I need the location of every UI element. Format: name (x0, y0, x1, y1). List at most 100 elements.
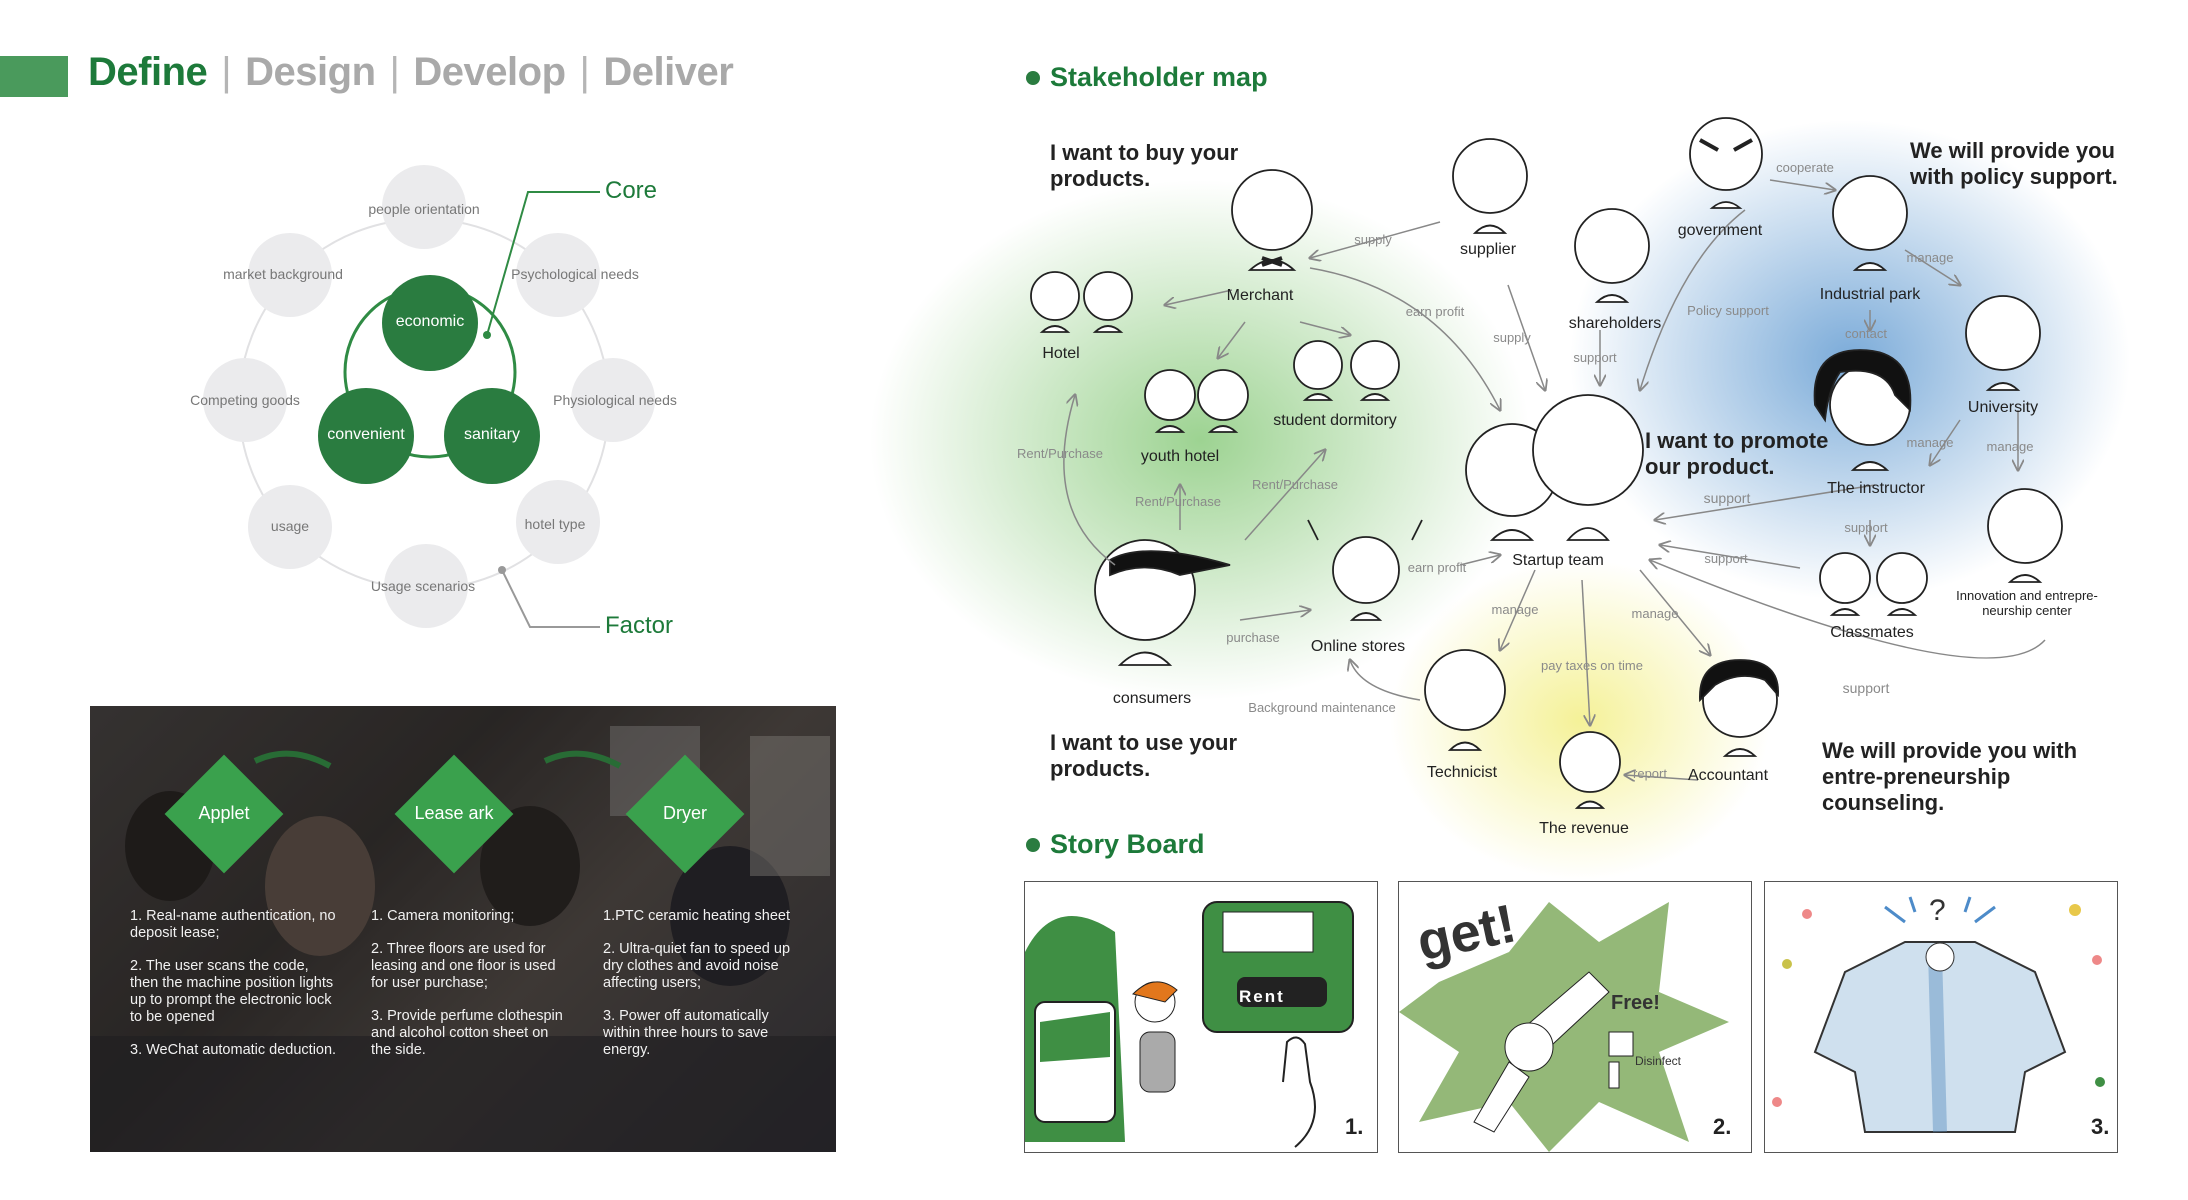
quote-promote: I want to promote our product. (1645, 428, 1829, 479)
storyboard-bullet (1026, 838, 1040, 852)
panel-background-scene (90, 726, 836, 1152)
factor-label-market-background: market background (223, 266, 343, 282)
node-revenue: The revenue (1539, 820, 1629, 837)
core-item-convenient: convenient (327, 426, 405, 443)
edge-pay-taxes: pay taxes on time (1541, 658, 1643, 673)
core-circle-economic (382, 275, 478, 371)
dryer-label: Dryer (663, 803, 707, 823)
quote-policy: We will provide you with policy support. (1910, 138, 2118, 189)
edge-support: support (1842, 680, 1890, 696)
stakeholder-arrows (1063, 179, 2046, 780)
factor-label-usage: usage (270, 518, 310, 534)
core-circle-sanitary (444, 388, 540, 484)
nav-accent-bar (0, 56, 68, 97)
storyboard-frame-1: Rent 1. (1024, 881, 1378, 1153)
applet-point: 3. WeChat automatic deduction. (130, 1042, 337, 1058)
node-accountant: Accountant (1687, 767, 1769, 784)
node-student-dormitory: student dormitory (1273, 412, 1397, 429)
lease-ark-points: 1. Camera monitoring; 2. Three floors ar… (371, 908, 571, 1075)
edge-rent-purchase: Rent/Purchase (1252, 477, 1338, 492)
quote-counsel: We will provide you with entre-preneursh… (1822, 738, 2078, 815)
edge-manage: manage (1491, 602, 1539, 617)
storyboard-frame-2: get! Free! Disinfect 2. (1398, 881, 1752, 1153)
frame-1-rent-button: Rent (1239, 987, 1285, 1006)
nav-separator: | (579, 50, 590, 94)
nav-define[interactable]: Define (88, 50, 208, 94)
frame-2-free-text: Free! (1611, 992, 1660, 1014)
factor-circle (248, 233, 332, 317)
stakeholder-map-title: Stakeholder map (1050, 62, 1268, 92)
factor-label-physiological-needs: Physiological needs (553, 392, 677, 408)
applet-point: 2. The user scans the code, then the mac… (130, 958, 334, 1025)
stakeholder-bullet (1026, 71, 1040, 85)
node-government: government (1677, 222, 1763, 239)
frame-3-number: 3. (2091, 1114, 2110, 1139)
storyboard-title: Story Board (1050, 829, 1205, 859)
lease-ark-point: 3. Provide perfume clothespin and alcoho… (371, 1008, 563, 1058)
frame-2-number: 2. (1713, 1114, 1732, 1139)
nav-design[interactable]: Design (245, 50, 376, 94)
edge-report: report (1633, 766, 1667, 781)
edge-rent-purchase: Rent/Purchase (1017, 446, 1103, 461)
edge-earn-profit: earn profit (1407, 560, 1467, 575)
edge-manage: manage (1906, 435, 1954, 450)
edge-earn-profit: earn profit (1405, 304, 1465, 319)
node-shareholders: shareholders (1568, 315, 1662, 332)
lease-ark-label: Lease ark (414, 803, 494, 823)
edge-supply: supply (1493, 330, 1531, 345)
storyboard-frame-3: ? 3. (1764, 881, 2118, 1153)
dryer-points: 1.PTC ceramic heating sheet 2. Ultra-qui… (603, 908, 803, 1075)
node-industrial-park: Industrial park (1819, 286, 1921, 303)
quote-use: I want to use your products. (1050, 730, 1238, 781)
nav-separator: | (221, 50, 232, 94)
edge-support: support (1704, 551, 1748, 566)
edge-contact: contact (1845, 326, 1887, 341)
factor-label-people-orientation: people orientation (368, 201, 480, 217)
factor-label-competing-goods: Competing goods (190, 392, 300, 408)
node-supplier: supplier (1459, 241, 1517, 258)
edge-manage: manage (1986, 439, 2034, 454)
edge-manage: manage (1906, 250, 1954, 265)
core-circle-convenient (318, 388, 414, 484)
factor-circle (248, 485, 332, 569)
factor-label-usage-scenarios: Usage scenarios (370, 578, 476, 594)
factor-circle (382, 165, 466, 249)
node-instructor: The instructor (1827, 480, 1925, 497)
frame-2-sketch (1399, 902, 1729, 1152)
edge-cooperate: cooperate (1776, 160, 1834, 175)
quote-buy: I want to buy your products. (1050, 140, 1239, 191)
edge-manage: manage (1631, 606, 1679, 621)
factor-circle (516, 480, 600, 564)
core-item-economic: economic (395, 313, 465, 330)
edge-support: support (1573, 350, 1617, 365)
node-online-stores: Online stores (1310, 638, 1406, 655)
phase-nav: Define | Design | Develop | Deliver (88, 50, 734, 95)
node-university: University (1967, 399, 2039, 416)
node-youth-hotel: youth hotel (1140, 448, 1220, 465)
factor-label: Factor (605, 612, 674, 639)
lease-ark-point: 1. Camera monitoring; (371, 908, 515, 924)
edge-background-maintenance: Background maintenance (1248, 700, 1396, 715)
edge-policy-support: Policy support (1687, 303, 1769, 318)
nav-develop[interactable]: Develop (413, 50, 566, 94)
applet-points: 1. Real-name authentication, no deposit … (130, 908, 340, 1075)
node-technicist: Technicist (1426, 764, 1498, 781)
frame-3-question-mark: ? (1929, 894, 1946, 927)
lease-ark-point: 2. Three floors are used for leasing and… (371, 941, 556, 991)
factor-label-hotel-type: hotel type (524, 516, 586, 532)
edge-rent-purchase: Rent/Purchase (1135, 494, 1221, 509)
factor-circle (571, 358, 655, 442)
node-innovation-center: Innovation and entrepre-neurship center (1956, 588, 2098, 618)
applet-label: Applet (198, 803, 250, 823)
frame-1-number: 1. (1345, 1114, 1364, 1139)
core-label: Core (605, 177, 658, 204)
stakeholder-figures (1030, 117, 2063, 809)
edge-support: support (1844, 520, 1888, 535)
nav-separator: | (389, 50, 400, 94)
nav-deliver[interactable]: Deliver (603, 50, 734, 94)
factor-circle (516, 233, 600, 317)
edge-purchase: purchase (1226, 630, 1280, 645)
edge-supply: supply (1354, 232, 1392, 247)
